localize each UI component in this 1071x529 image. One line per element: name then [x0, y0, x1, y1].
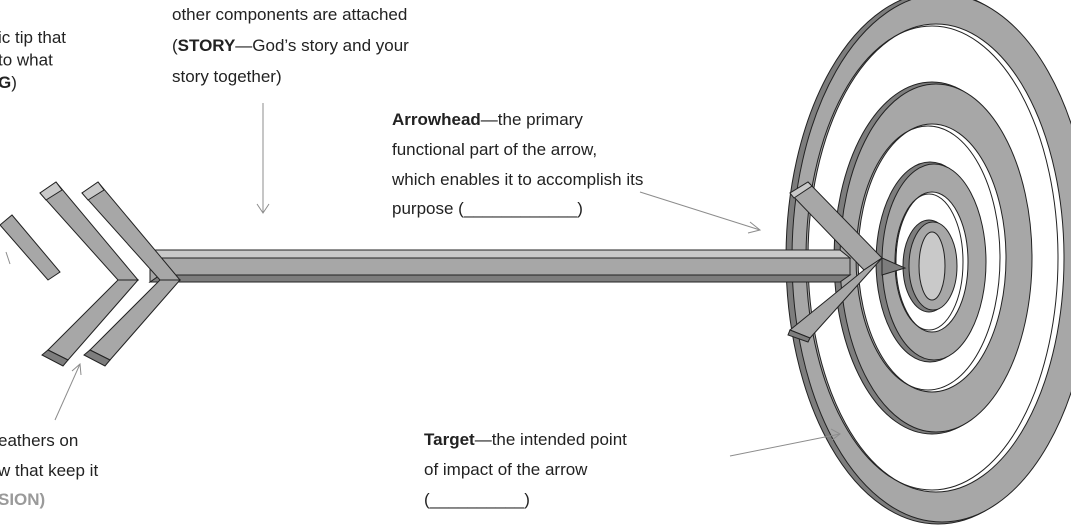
feathers-pointer [54, 362, 82, 421]
tip-pointer [5, 251, 11, 265]
target-bullseye [902, 219, 958, 313]
tip-label: ic tip that to what G) [0, 28, 71, 92]
shaft-label: other components are attached (STORY—God… [172, 5, 414, 86]
feathers-label: eathers on w that keep it SION) [0, 431, 103, 509]
target [785, 0, 1071, 525]
arrowhead [787, 181, 907, 343]
arrowhead-pointer [639, 191, 762, 234]
target-label: Target—the intended point of impact of t… [424, 430, 632, 509]
shaft-pointer [256, 103, 270, 214]
fletching-back [0, 181, 140, 367]
target-pointer [729, 428, 841, 457]
fletching-front [81, 181, 182, 367]
arrow-shaft [148, 248, 852, 283]
arrowhead-label: Arrowhead—the primary functional part of… [391, 110, 648, 218]
pointer-lines [5, 103, 841, 457]
arrow [0, 181, 907, 367]
